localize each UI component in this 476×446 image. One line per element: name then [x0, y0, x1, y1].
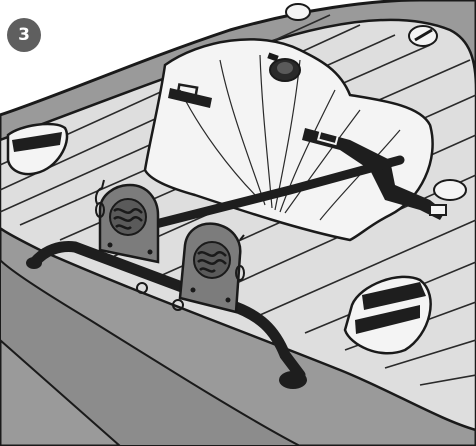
top-fitting: [286, 4, 310, 20]
wave-logo-icon: [110, 199, 146, 235]
valve-icon: [409, 26, 437, 46]
step-number-badge: 3: [7, 18, 41, 52]
wave-logo-icon: [194, 242, 230, 278]
left-foot-plate: [100, 185, 158, 262]
side-fitting-right: [434, 180, 466, 200]
step-number-label: 3: [7, 18, 41, 52]
right-foot-plate: [180, 224, 240, 312]
